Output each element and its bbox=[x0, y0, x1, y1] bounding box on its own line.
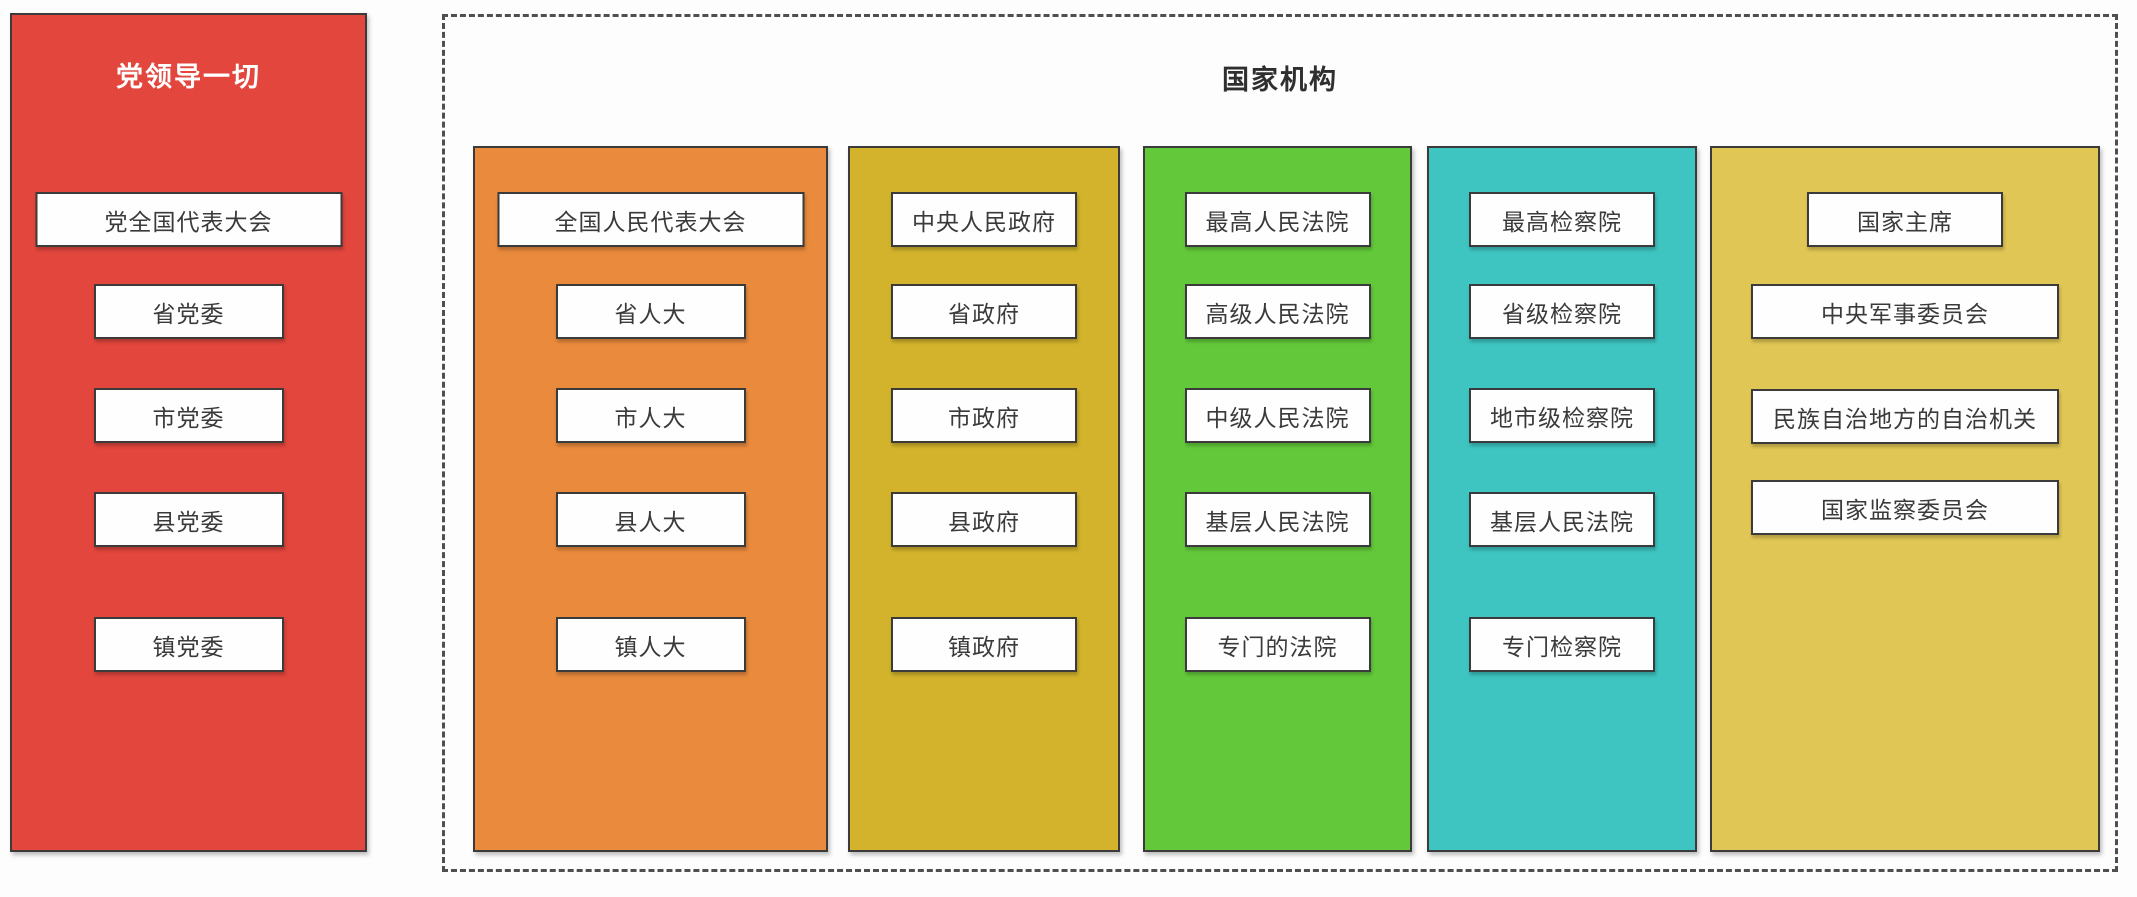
org-node-province-procuratorate: 省级检察院 bbox=[1469, 284, 1655, 339]
org-node-town-government: 镇政府 bbox=[891, 617, 1077, 672]
org-node-supreme-procuratorate: 最高检察院 bbox=[1469, 192, 1655, 247]
party-panel-title: 党领导一切 bbox=[116, 62, 261, 92]
org-node-town-congress: 镇人大 bbox=[555, 617, 746, 672]
org-node-county-party: 县党委 bbox=[93, 492, 284, 547]
org-node-autonomous-organs: 民族自治地方的自治机关 bbox=[1751, 389, 2059, 444]
org-node-province-government: 省政府 bbox=[891, 284, 1077, 339]
org-node-province-congress: 省人大 bbox=[555, 284, 746, 339]
state-institutions-frame: 国家机构 bbox=[442, 14, 2118, 872]
org-node-basic-court: 基层人民法院 bbox=[1184, 492, 1371, 547]
org-node-central-military: 中央军事委员会 bbox=[1751, 284, 2059, 339]
org-node-national-congress: 全国人民代表大会 bbox=[497, 192, 804, 247]
org-node-basic-level: 基层人民法院 bbox=[1469, 492, 1655, 547]
procuratorates-column: 最高检察院 省级检察院 地市级检察院 基层人民法院 专门检察院 bbox=[1427, 146, 1697, 852]
org-node-intermediate-court: 中级人民法院 bbox=[1184, 388, 1371, 443]
courts-column: 最高人民法院 高级人民法院 中级人民法院 基层人民法院 专门的法院 bbox=[1143, 146, 1412, 852]
org-node-prefecture-procuratorate: 地市级检察院 bbox=[1469, 388, 1655, 443]
org-node-supreme-court: 最高人民法院 bbox=[1184, 192, 1371, 247]
org-node-county-government: 县政府 bbox=[891, 492, 1077, 547]
org-node-province-party: 省党委 bbox=[93, 284, 284, 339]
org-node-town-party: 镇党委 bbox=[93, 617, 284, 672]
org-node-special-procuratorate: 专门检察院 bbox=[1469, 617, 1655, 672]
org-node-supervisory-commission: 国家监察委员会 bbox=[1751, 480, 2059, 535]
other-organs-column: 国家主席 中央军事委员会 民族自治地方的自治机关 国家监察委员会 bbox=[1710, 146, 2100, 852]
org-node-central-government: 中央人民政府 bbox=[891, 192, 1077, 247]
org-node-state-president: 国家主席 bbox=[1807, 192, 2003, 247]
org-node-special-court: 专门的法院 bbox=[1184, 617, 1371, 672]
org-node-county-congress: 县人大 bbox=[555, 492, 746, 547]
npc-column: 全国人民代表大会 省人大 市人大 县人大 镇人大 bbox=[473, 146, 828, 852]
org-node-city-congress: 市人大 bbox=[555, 388, 746, 443]
party-panel: 党领导一切 党全国代表大会 省党委 市党委 县党委 镇党委 bbox=[10, 13, 367, 852]
org-node-city-government: 市政府 bbox=[891, 388, 1077, 443]
state-institutions-title: 国家机构 bbox=[1222, 65, 1338, 95]
government-column: 中央人民政府 省政府 市政府 县政府 镇政府 bbox=[848, 146, 1120, 852]
org-node-city-party: 市党委 bbox=[93, 388, 284, 443]
org-node-party-congress: 党全国代表大会 bbox=[35, 192, 342, 247]
org-node-higher-court: 高级人民法院 bbox=[1184, 284, 1371, 339]
